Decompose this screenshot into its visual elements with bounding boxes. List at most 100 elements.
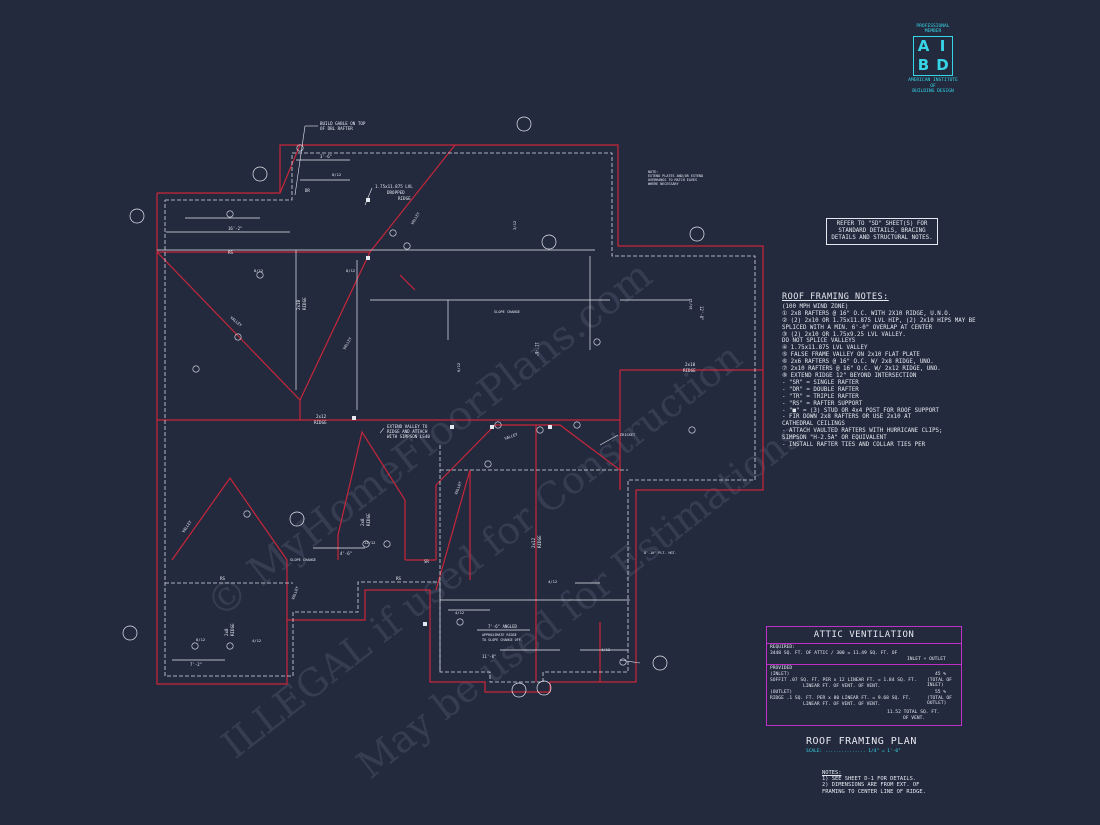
refer-line-2: STANDARD DETAILS, BRACING: [838, 228, 926, 234]
pitch-8: 4/12: [601, 647, 610, 652]
ridge-2x12-mid: 2x12: [316, 414, 327, 419]
drawing-labels: BUILD GABLE ON TOP OF DBL RAFTER 1.75x11…: [181, 121, 704, 667]
framing-note-item: ⑥ 2x6 RAFTERS @ 16" O.C. W/ 2x8 RIDGE, U…: [782, 359, 934, 366]
section-marker-bottom: [536, 680, 552, 696]
logo-mark: A I B D: [913, 36, 953, 77]
framing-lines: [157, 159, 690, 661]
logo-top-line-2: MEMBER: [924, 29, 942, 35]
refer-note-box: REFER TO "SD" SHEET(S) FOR STANDARD DETA…: [826, 218, 938, 245]
attic-outlet-label: (OUTLET): [770, 690, 793, 695]
callout-plt: 8'-10" PLT. HGT.: [644, 551, 677, 555]
framing-note-item: ⑤ FALSE FRAME VALLEY ON 2x10 FLAT PLATE: [782, 352, 920, 359]
plan-title: ROOF FRAMING PLAN: [806, 736, 917, 747]
sheet-note-item: 2) DIMENSIONS ARE FROM EXT. OF: [822, 782, 920, 789]
framing-note-item: - INSTALL RAFTER TIES AND COLLAR TIES PE…: [782, 442, 926, 449]
logo-top-line-1: PROFESSIONAL: [916, 24, 950, 29]
pitch-4: 8/12: [196, 637, 205, 642]
ridge-word-mid: RIDGE: [314, 420, 327, 425]
framing-note-item: ② (2) 2x10 OR 1.75x11.875 LVL HIP, (2) 2…: [782, 317, 976, 324]
pitch-10: 3/12: [512, 221, 517, 230]
section-marker-right-lower: [652, 655, 668, 671]
sheet-note-item: FRAMING TO CENTER LINE OF RIDGE.: [822, 788, 926, 795]
attic-soffit-line-2: LINEAR FT. OF VENT. OF VENT.: [803, 684, 881, 689]
logo-bottom-line-2: OF: [930, 83, 936, 89]
framing-note-item: - ATTACH VAULTED RAFTERS WITH HURRICANE …: [782, 428, 943, 435]
framing-note-item: SPLICED WITH A MIN. 6'-0" OVERLAP AT CEN…: [782, 324, 933, 331]
framing-note-item: (100 MPH WIND ZONE): [782, 303, 849, 310]
dim-3-6: 3'-6": [320, 154, 332, 159]
section-marker-bottom-2: [511, 682, 527, 698]
slope-change-2: SLOPE CHANGE: [290, 558, 316, 562]
attic-ridge-line-2: LINEAR FT. OF VENT. OF VENT.: [803, 702, 881, 707]
callout-lvl-1: 1.75x11.875 LVL: [375, 184, 413, 189]
attic-ridge-line: RIDGE .1 SQ. FT. PER x 80 LINEAR FT. = 9…: [770, 696, 912, 701]
slope-change-1: SLOPE CHANGE: [494, 310, 520, 314]
logo-letter-i: I: [939, 37, 946, 56]
attic-total-pct-1: 45 %: [935, 672, 947, 677]
roof-outline: [156, 144, 764, 693]
framing-note-item: ④ 1.75x11.875 LVL VALLEY: [782, 345, 868, 352]
attic-ventilation-table: ATTIC VENTILATION REQUIRED: 3448 SQ. FT.…: [766, 626, 962, 726]
attic-soffit-line: SOFFIT .07 SQ. FT. PER x 12 LINEAR FT. =…: [770, 678, 917, 683]
rs-label-2: RS: [220, 576, 226, 581]
callout-plate-2: EXTEND PLATES AND/OR EXTEND: [648, 174, 703, 178]
rs-label-1: RS: [228, 250, 234, 255]
section-markers: [122, 116, 705, 698]
callout-circles: [191, 144, 696, 666]
callout-angled: 7'-6" ANGLED: [488, 624, 517, 629]
framing-note-item: DO NOT SPLICE VALLEYS: [782, 338, 856, 345]
callout-valley-1: EXTEND VALLEY TO: [387, 424, 428, 429]
attic-required-line-2: INLET + OUTLET: [907, 657, 946, 662]
section-marker-right: [689, 226, 705, 242]
attic-total-line: 11.52 TOTAL SQ. FT.: [887, 710, 940, 715]
section-marker-lower-left: [122, 625, 138, 641]
sr-label: SR: [424, 559, 429, 564]
framing-note-item: - FIR DOWN 2x8 RAFTERS OR USE 2x10 AT: [782, 414, 912, 421]
wall-lines: [164, 152, 756, 683]
callout-lvl-2: DROPPED: [387, 190, 405, 195]
callout-gable-2: OF DBL RAFTER: [320, 126, 353, 131]
attic-inlet-label: (INLET): [770, 672, 790, 677]
framing-note-item: - "■" = (3) STUD OR 4x4 POST FOR ROOF SU…: [782, 407, 940, 414]
pitch-3: 8/12: [346, 268, 355, 273]
ridge-word-center: RIDGE: [537, 535, 542, 548]
framing-note-item: - "SR" = SINGLE RAFTER: [782, 379, 859, 386]
plan-scale: SCALE: ............... 1/4" = 1'-0": [806, 749, 901, 754]
valley-label-5: VALLEY: [453, 480, 463, 495]
callout-plate-1: NOTE:: [648, 170, 658, 174]
ridge-2x8-left: 2x8: [224, 628, 229, 636]
logo-letter-d: D: [936, 56, 949, 75]
section-marker-top: [516, 116, 532, 132]
ridge-word-lower: RIDGE: [366, 513, 371, 526]
framing-note-item: - "RS" = RAFTER SUPPORT: [782, 400, 863, 407]
callout-cricket: CRICKET: [620, 433, 636, 437]
sheet-note-item: 1) SEE SHEET D-1 FOR DETAILS.: [822, 776, 917, 783]
section-marker-mid: [541, 234, 557, 250]
attic-provided-label: PROVIDED: [770, 666, 793, 671]
logo-letter-a: A: [917, 37, 930, 56]
dim-12-8: 12'-8": [699, 306, 704, 320]
pitch-5: 4/12: [252, 638, 261, 643]
pitch-11: 6/12: [456, 363, 461, 372]
sheet-notes-title: NOTES:: [822, 770, 842, 776]
pitch-12: 10/12: [688, 299, 693, 310]
valley-label-7: VALLEY: [290, 585, 300, 600]
valley-label-3: VALLEY: [410, 211, 422, 226]
framing-note-item: SIMPSON "H-2.5A" OR EQUIVALENT: [782, 435, 887, 442]
dim-7-2: 7'-2": [190, 662, 202, 667]
callout-approx-1: APPROXIMATE RIDGE: [482, 633, 517, 637]
attic-required-label: REQUIRED:: [770, 645, 795, 650]
callout-valley-3: WITH SIMPSON LS40: [387, 434, 430, 439]
refer-line-3: DETAILS AND STRUCTURAL NOTES.: [831, 235, 933, 241]
framing-note-item: ⑦ 2x10 RAFTERS @ 16" O.C. W/ 2x12 RIDGE,…: [782, 366, 941, 373]
attic-required-line: 3448 SQ. FT. OF ATTIC / 300 = 11.49 SQ. …: [770, 651, 898, 656]
pitch-2: 8/12: [254, 268, 263, 273]
framing-note-item: ① 2x8 RAFTERS @ 16" O.C. WITH 2X10 RIDGE…: [782, 310, 952, 317]
framing-note-item: CATHEDRAL CEILINGS: [782, 421, 845, 428]
attic-total-line-2: OF VENT.: [903, 716, 926, 721]
dim-4-6: 4'-6": [340, 551, 352, 556]
attic-total-pct-1-label: (TOTAL OF INLET): [927, 678, 952, 689]
dim-16-2: 16'-2": [228, 226, 242, 231]
callout-gable-1: BUILD GABLE ON TOP: [320, 121, 366, 126]
